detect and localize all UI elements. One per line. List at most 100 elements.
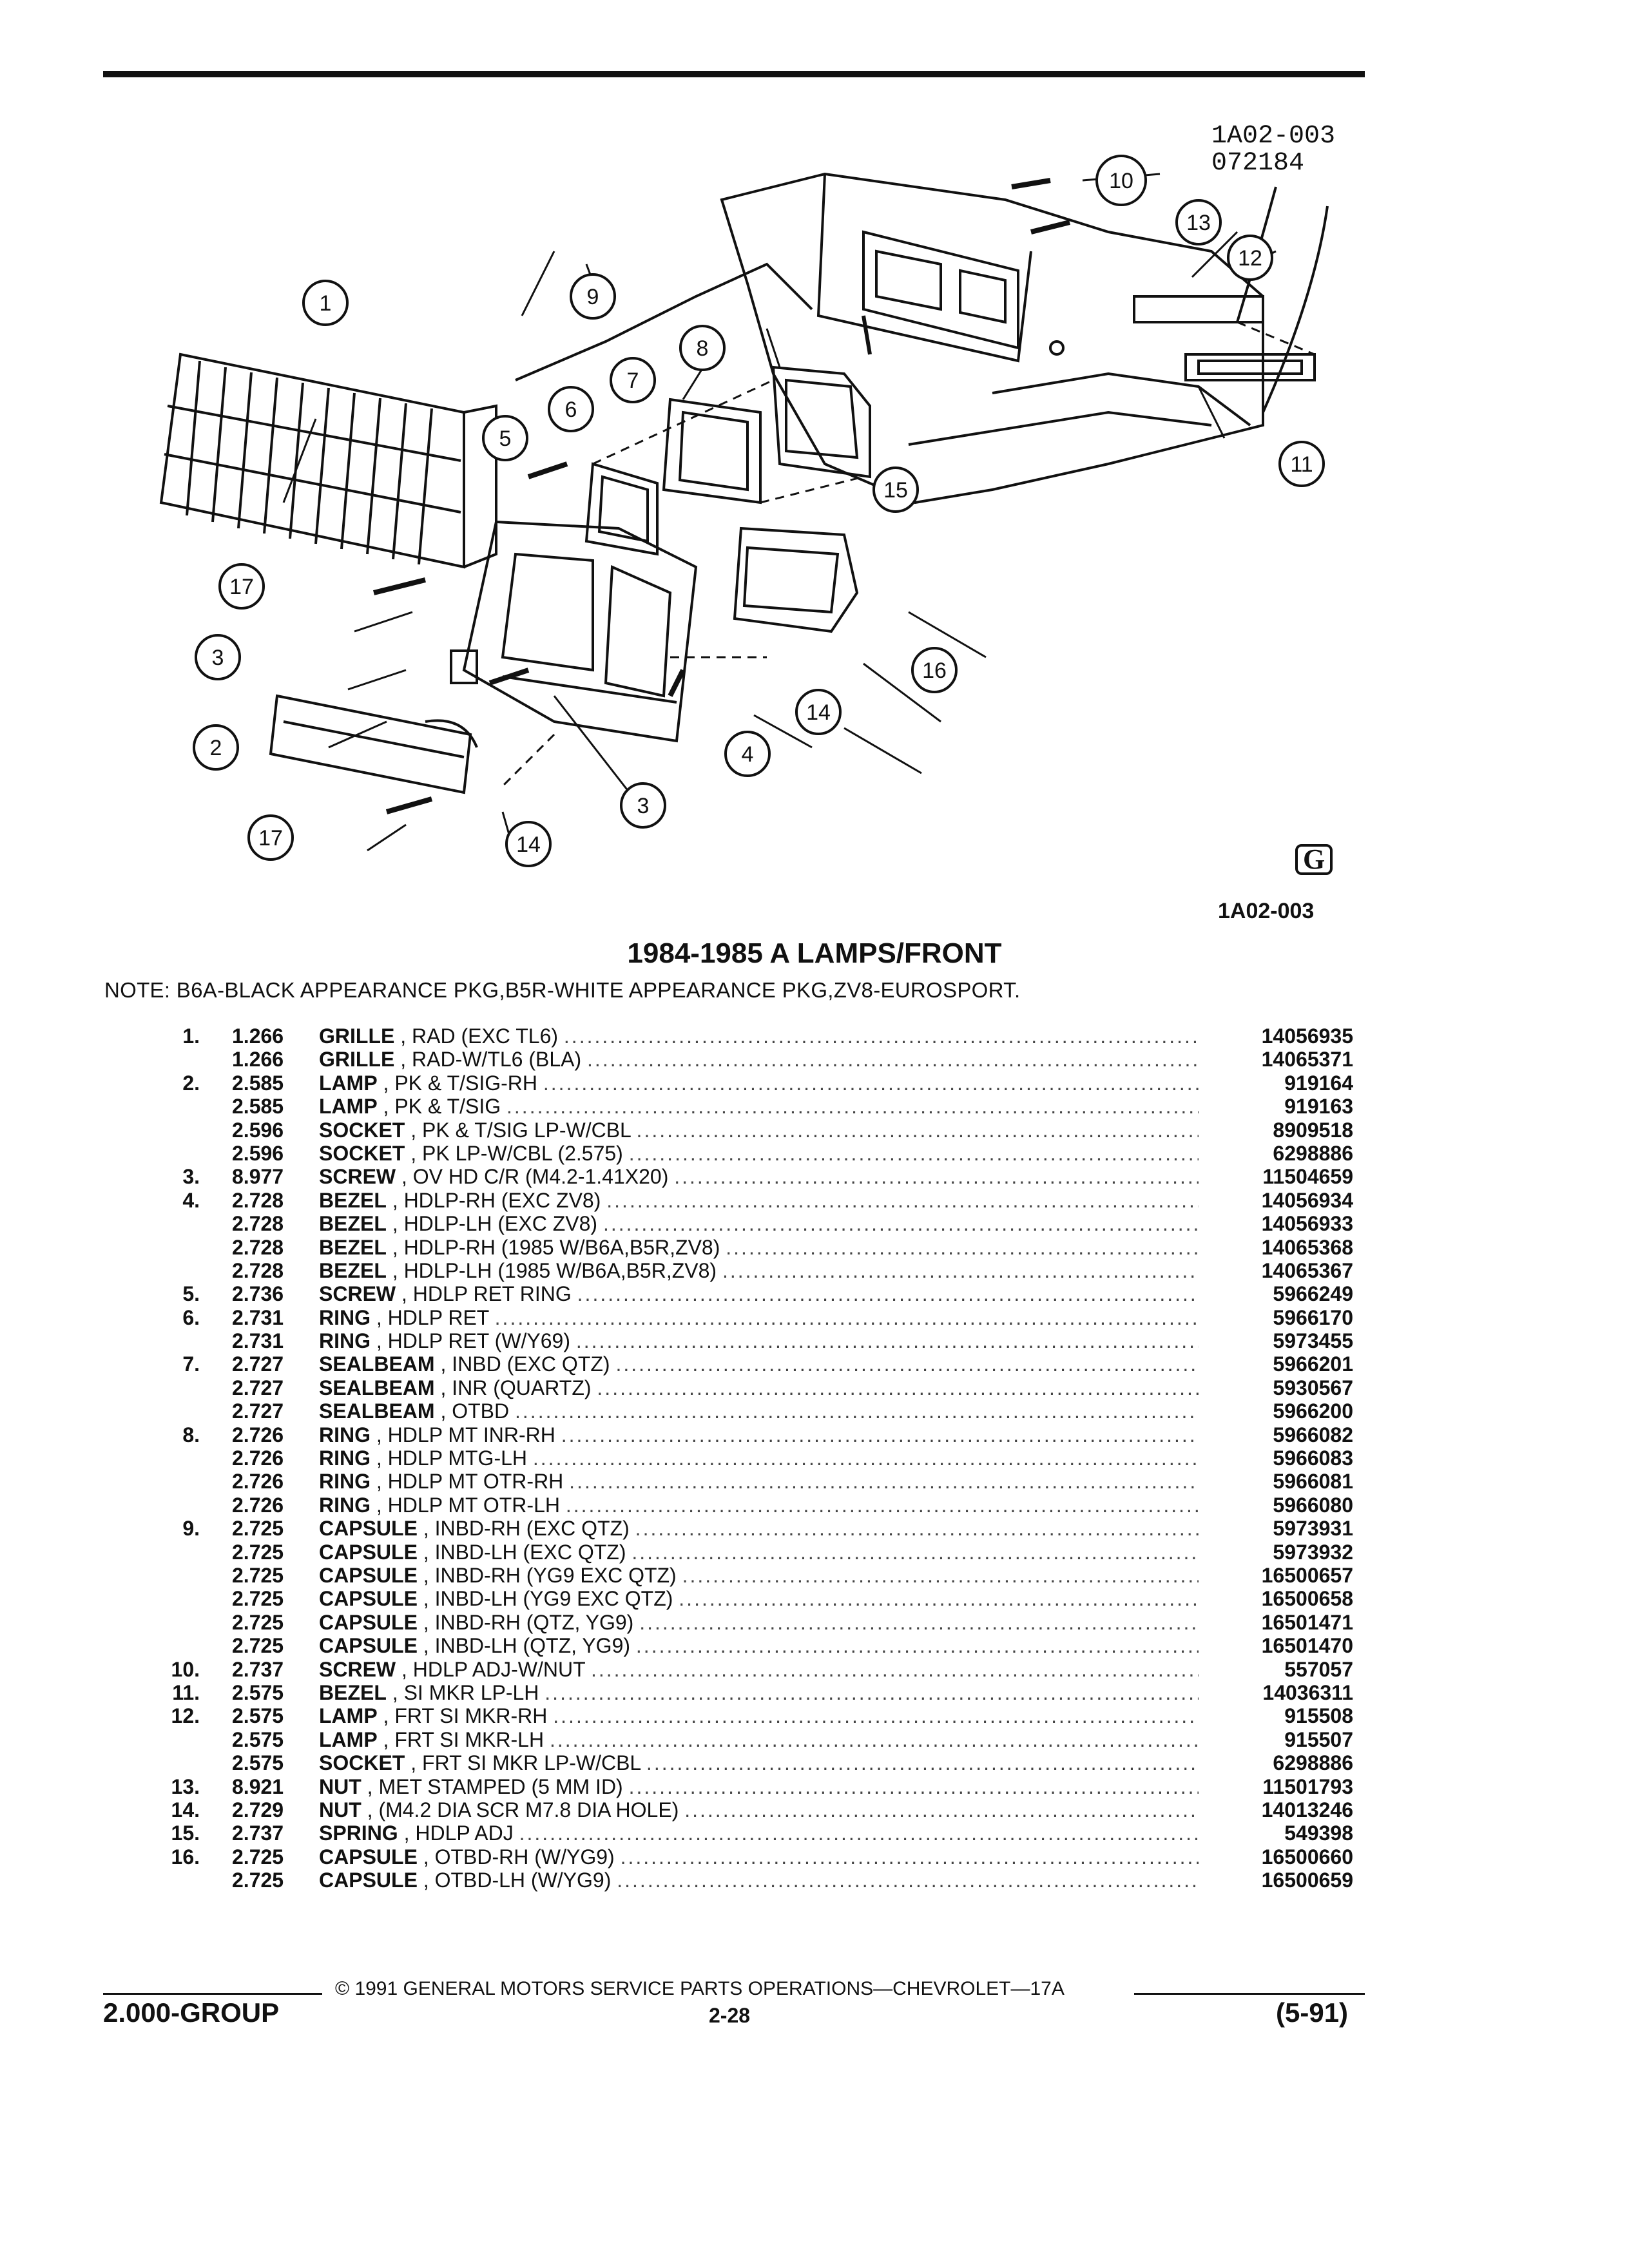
- part-description: CAPSULE , INBD-RH (EXC QTZ) ............…: [319, 1517, 1199, 1540]
- callout-10: [1095, 155, 1147, 206]
- leader-dots: ........................................…: [635, 1517, 1199, 1541]
- item-number: 15.: [171, 1821, 200, 1845]
- callout-16: [911, 647, 958, 693]
- part-name: BEZEL: [319, 1680, 387, 1704]
- part-spec: , HDLP-LH (EXC ZV8): [392, 1212, 598, 1236]
- part-spec: , INBD-LH (QTZ, YG9): [423, 1634, 631, 1658]
- group-number: 2.585: [232, 1095, 284, 1119]
- part-number: 5973932: [1273, 1540, 1353, 1564]
- part-number: 5973931: [1273, 1517, 1353, 1541]
- part-number: 16500659: [1261, 1869, 1353, 1892]
- leader-dots: ........................................…: [569, 1470, 1199, 1494]
- part-description: LAMP , PK & T/SIG ......................…: [319, 1095, 1199, 1118]
- leader-dots: ........................................…: [532, 1446, 1199, 1470]
- group-number: 2.727: [232, 1399, 284, 1423]
- part-description: SEALBEAM , OTBD ........................…: [319, 1399, 1199, 1423]
- callout-label: 13: [1186, 211, 1211, 235]
- callout-1: [302, 280, 349, 326]
- part-name: GRILLE: [319, 1024, 395, 1048]
- leader-dots: ........................................…: [553, 1704, 1199, 1728]
- leader-dots: ........................................…: [679, 1587, 1199, 1611]
- leader-dots: ........................................…: [684, 1798, 1199, 1821]
- leader-dots: ........................................…: [590, 1657, 1199, 1681]
- leader-dots: ........................................…: [545, 1680, 1199, 1704]
- part-name: SOCKET: [319, 1118, 405, 1142]
- leader-dots: ........................................…: [617, 1869, 1199, 1892]
- part-number: 5966083: [1273, 1446, 1353, 1470]
- headlamp-bezel: [462, 520, 698, 743]
- part-name: NUT: [319, 1798, 361, 1821]
- part-spec: , PK & T/SIG LP-W/CBL: [410, 1118, 631, 1142]
- group-number: 2.725: [232, 1869, 284, 1892]
- group-number: 2.725: [232, 1517, 284, 1541]
- callout-label: 14: [806, 700, 831, 725]
- footer-copyright: © 1991 GENERAL MOTORS SERVICE PARTS OPER…: [335, 1978, 1065, 1999]
- part-description: NUT , MET STAMPED (5 MM ID) ............…: [319, 1775, 1199, 1798]
- part-description: CAPSULE , OTBD-LH (W/YG9) ..............…: [319, 1869, 1199, 1892]
- group-number: 2.726: [232, 1423, 284, 1446]
- part-number: 5966082: [1273, 1423, 1353, 1446]
- group-number: 2.726: [232, 1493, 284, 1517]
- part-spec: , HDLP RET RING: [401, 1282, 572, 1306]
- group-number: 2.728: [232, 1235, 284, 1259]
- part-name: BEZEL: [319, 1212, 387, 1236]
- part-number: 5966170: [1273, 1305, 1353, 1329]
- part-spec: , HDLP MT OTR-LH: [376, 1493, 560, 1517]
- callout-14b: [795, 689, 842, 735]
- group-number: 2.596: [232, 1141, 284, 1165]
- part-number: 16501470: [1261, 1634, 1353, 1658]
- group-number: 2.731: [232, 1305, 284, 1329]
- leader-dots: ........................................…: [565, 1493, 1199, 1517]
- part-name: RING: [319, 1305, 371, 1329]
- group-number: 2.737: [232, 1821, 284, 1845]
- part-name: SCREW: [319, 1282, 396, 1306]
- group-number: 8.977: [232, 1165, 284, 1189]
- part-name: RING: [319, 1423, 371, 1446]
- item-number: 8.: [182, 1423, 200, 1446]
- part-number: 14056935: [1261, 1024, 1353, 1048]
- item-number: 16.: [171, 1845, 200, 1869]
- callout-2: [193, 724, 239, 771]
- group-number: 1.266: [232, 1024, 284, 1048]
- group-number: 2.728: [232, 1258, 284, 1282]
- part-spec: , PK & T/SIG: [383, 1095, 501, 1119]
- part-description: SEALBEAM , INR (QUARTZ) ................…: [319, 1376, 1199, 1399]
- leader-dots: ........................................…: [515, 1399, 1199, 1423]
- part-number: 14056933: [1261, 1212, 1353, 1236]
- group-number: 2.737: [232, 1657, 284, 1681]
- callout-label: 6: [565, 398, 577, 422]
- group-number: 2.575: [232, 1704, 284, 1728]
- part-spec: , HDLP-RH (1985 W/B6A,B5R,ZV8): [392, 1235, 720, 1259]
- leader-dots: ........................................…: [631, 1540, 1199, 1564]
- group-number: 2.725: [232, 1610, 284, 1634]
- part-spec: , FRT SI MKR-RH: [383, 1704, 548, 1728]
- sealbeam: [662, 398, 762, 505]
- part-number: 8909518: [1273, 1118, 1353, 1142]
- group-number: 2.725: [232, 1587, 284, 1611]
- exploded-parts-diagram: 1 2 3 3 4 5 6 7 8 9 10 11 12 13 14 14 15…: [103, 103, 1365, 941]
- group-number: 2.575: [232, 1680, 284, 1704]
- part-description: RING , HDLP MT OTR-RH ..................…: [319, 1470, 1199, 1493]
- part-spec: , MET STAMPED (5 MM ID): [367, 1774, 623, 1798]
- part-name: CAPSULE: [319, 1845, 418, 1869]
- page-note: NOTE: B6A-BLACK APPEARANCE PKG,B5R-WHITE…: [104, 978, 1021, 1002]
- part-description: CAPSULE , INBD-LH (YG9 EXC QTZ) ........…: [319, 1587, 1199, 1610]
- group-number: 2.729: [232, 1798, 284, 1821]
- callout-label: 15: [883, 478, 908, 503]
- part-spec: , INR (QUARTZ): [440, 1376, 592, 1399]
- leader-dots: ........................................…: [563, 1024, 1199, 1048]
- callout-label: 8: [697, 336, 709, 361]
- group-number: 1.266: [232, 1048, 284, 1072]
- part-description: GRILLE , RAD (EXC TL6) .................…: [319, 1024, 1199, 1048]
- callout-label: 12: [1238, 246, 1262, 271]
